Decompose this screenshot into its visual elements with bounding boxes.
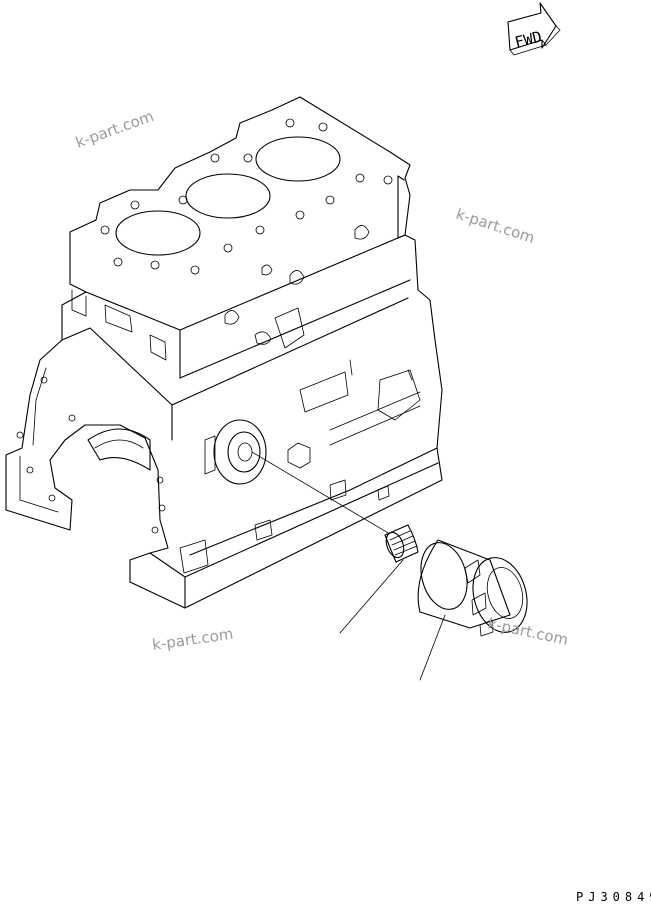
watermark-text: k-part.com bbox=[486, 614, 570, 649]
assembly-centerline bbox=[251, 451, 401, 541]
watermark-text: k-part.com bbox=[151, 625, 234, 654]
forward-direction-arrow-icon: FWD bbox=[507, 2, 561, 56]
fitting-stud bbox=[339, 524, 419, 634]
cylinder-block bbox=[5, 96, 443, 609]
watermark-text: k-part.com bbox=[454, 205, 537, 247]
watermark-text: k-part.com bbox=[73, 107, 156, 152]
oil-filter-cartridge bbox=[417, 539, 528, 681]
drawing-code: PJ30849 bbox=[576, 890, 651, 904]
